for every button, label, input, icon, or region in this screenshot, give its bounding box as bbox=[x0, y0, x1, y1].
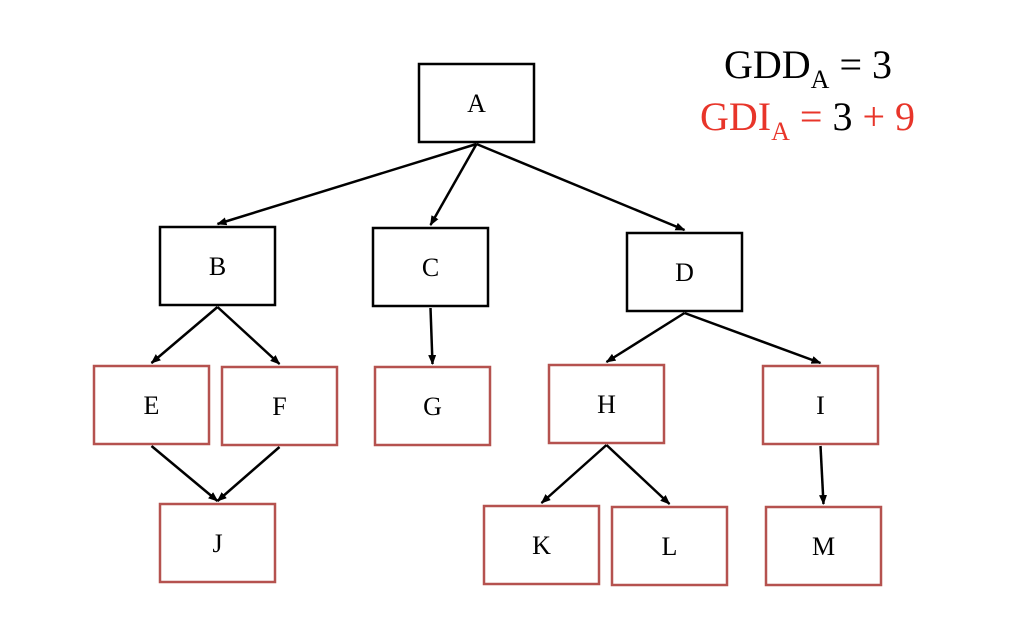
node-i: I bbox=[761, 364, 880, 446]
edges bbox=[150, 142, 828, 505]
edge-e-j bbox=[150, 445, 219, 502]
edge-h-k bbox=[540, 444, 608, 504]
node-label: H bbox=[597, 390, 616, 419]
gdi-term-2: 9 bbox=[895, 94, 915, 139]
node-b: B bbox=[158, 225, 277, 307]
node-label: C bbox=[422, 253, 439, 282]
node-h: H bbox=[547, 363, 666, 445]
node-label: E bbox=[144, 391, 160, 420]
gdi-subscript: A bbox=[771, 117, 790, 146]
node-box bbox=[220, 365, 339, 447]
gdi-equals: = bbox=[799, 94, 823, 139]
node-label: L bbox=[662, 532, 678, 561]
edge-b-f bbox=[216, 306, 281, 365]
node-k: K bbox=[482, 504, 601, 586]
nodes: A B C D E F G H I J K L M bbox=[92, 62, 883, 587]
edge-a-d bbox=[476, 142, 686, 232]
gdi-name: GDI bbox=[700, 94, 772, 139]
node-label: G bbox=[423, 392, 442, 421]
node-j: J bbox=[158, 502, 277, 584]
node-box bbox=[610, 505, 729, 587]
node-box bbox=[373, 365, 492, 447]
edge-d-i bbox=[684, 311, 822, 365]
edge-d-h bbox=[605, 311, 686, 364]
gdd-subscript: A bbox=[810, 65, 830, 94]
node-m: M bbox=[764, 505, 883, 587]
gdi-term-1: 3 bbox=[832, 94, 853, 139]
node-label: D bbox=[675, 258, 694, 287]
node-box bbox=[482, 504, 601, 586]
node-label: B bbox=[209, 252, 226, 281]
node-label: M bbox=[812, 532, 835, 561]
node-d: D bbox=[625, 231, 744, 313]
edge-i-m bbox=[819, 445, 828, 505]
edge-h-l bbox=[605, 444, 671, 505]
node-box bbox=[761, 364, 880, 446]
node-box bbox=[547, 363, 666, 445]
node-box bbox=[625, 231, 744, 313]
node-a: A bbox=[417, 62, 536, 144]
edge-f-j bbox=[216, 446, 281, 502]
gdi-formula: GDIA = 3 + 9 bbox=[700, 94, 915, 145]
edge-a-c bbox=[429, 143, 478, 226]
gdi-plus: + bbox=[862, 94, 885, 139]
node-box bbox=[764, 505, 883, 587]
edge-a-b bbox=[216, 142, 477, 226]
node-box bbox=[158, 502, 277, 584]
edge-b-e bbox=[150, 306, 219, 364]
gdd-name: GDD bbox=[724, 42, 811, 87]
node-box bbox=[92, 364, 211, 446]
node-label: A bbox=[467, 89, 486, 118]
gdd-rhs: = 3 bbox=[839, 42, 893, 87]
node-box bbox=[371, 226, 490, 308]
node-g: G bbox=[373, 365, 492, 447]
node-label: J bbox=[212, 529, 222, 558]
node-box bbox=[417, 62, 536, 144]
node-f: F bbox=[220, 365, 339, 447]
node-l: L bbox=[610, 505, 729, 587]
node-label: I bbox=[816, 391, 825, 420]
node-e: E bbox=[92, 364, 211, 446]
node-box bbox=[158, 225, 277, 307]
gdd-formula: GDDA = 3 bbox=[724, 42, 893, 93]
node-c: C bbox=[371, 226, 490, 308]
node-label: F bbox=[272, 392, 286, 421]
node-label: K bbox=[532, 531, 551, 560]
edge-c-g bbox=[428, 307, 437, 365]
